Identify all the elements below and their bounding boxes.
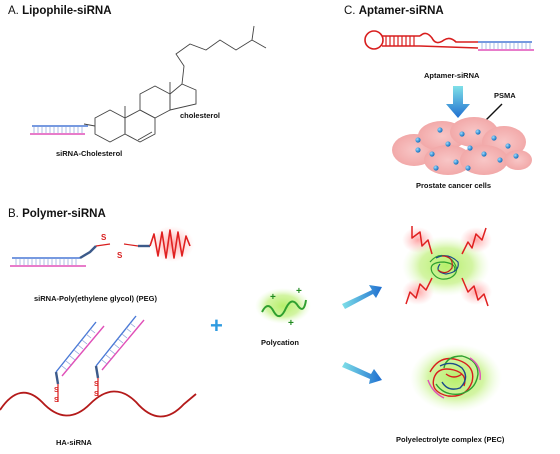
sirna-cholesterol-label: siRNA-Cholesterol xyxy=(56,149,122,158)
aptamer-sirna-construct xyxy=(364,30,534,51)
arrow-to-pec xyxy=(342,362,382,384)
psma-label: PSMA xyxy=(494,91,516,100)
polycation-label: Polycation xyxy=(261,338,299,347)
panel-b: B. Polymer-siRNA S S siRNA-Poly(ethylene… xyxy=(0,208,505,447)
down-arrow xyxy=(446,86,470,118)
aptamer-sirna-label: Aptamer-siRNA xyxy=(424,71,480,80)
panel-c-title: C. Aptamer-siRNA xyxy=(344,5,444,17)
panel-b-title: B. Polymer-siRNA xyxy=(8,208,106,220)
ha-sirna-label: HA-siRNA xyxy=(56,438,92,447)
ha-disulfide-left-1: S xyxy=(54,387,59,394)
ha-disulfide-right-2: S xyxy=(94,391,99,398)
peg-chain xyxy=(149,226,194,262)
pec-label: Polyelectrolyte complex (PEC) xyxy=(396,435,505,444)
sirna-peg-construct: S S xyxy=(10,226,194,267)
ha-disulfide-right-1: S xyxy=(94,381,99,388)
panel-a: A. Lipophile-siRNA cholesterol xyxy=(8,5,267,158)
panel-c: C. Aptamer-siRNA Aptamer-siRNA PSMA xyxy=(344,5,534,190)
polycation-chain: + + + xyxy=(255,286,311,329)
charge-1: + xyxy=(270,292,276,303)
ha-duplex-left: S S xyxy=(54,321,105,404)
panel-a-title: A. Lipophile-siRNA xyxy=(8,5,112,17)
polyelectrolyte-complex xyxy=(410,344,502,412)
peg-core xyxy=(429,254,459,280)
charge-3: + xyxy=(288,318,294,329)
plus-sign: + xyxy=(210,313,223,338)
psma-receptor-dots xyxy=(415,127,519,171)
sirna-peg-label: siRNA-Poly(ethylene glycol) (PEG) xyxy=(34,294,157,303)
arrow-to-peg-complex xyxy=(342,285,382,309)
peg-arms xyxy=(402,226,492,307)
sirna-duplex-a xyxy=(30,125,88,135)
peg-polyplex xyxy=(402,226,492,307)
prostate-cancer-cells-label: Prostate cancer cells xyxy=(416,181,491,190)
ha-duplex-right: S S xyxy=(94,315,145,398)
cholesterol-structure xyxy=(83,25,267,143)
prostate-cancer-cells xyxy=(392,117,532,175)
charge-2: + xyxy=(296,286,302,297)
ha-disulfide-left-2: S xyxy=(54,397,59,404)
disulfide-s1: S xyxy=(101,233,107,242)
disulfide-s2: S xyxy=(117,251,123,260)
cholesterol-label: cholesterol xyxy=(180,111,220,120)
ha-sirna-construct: S S S S xyxy=(0,315,197,418)
